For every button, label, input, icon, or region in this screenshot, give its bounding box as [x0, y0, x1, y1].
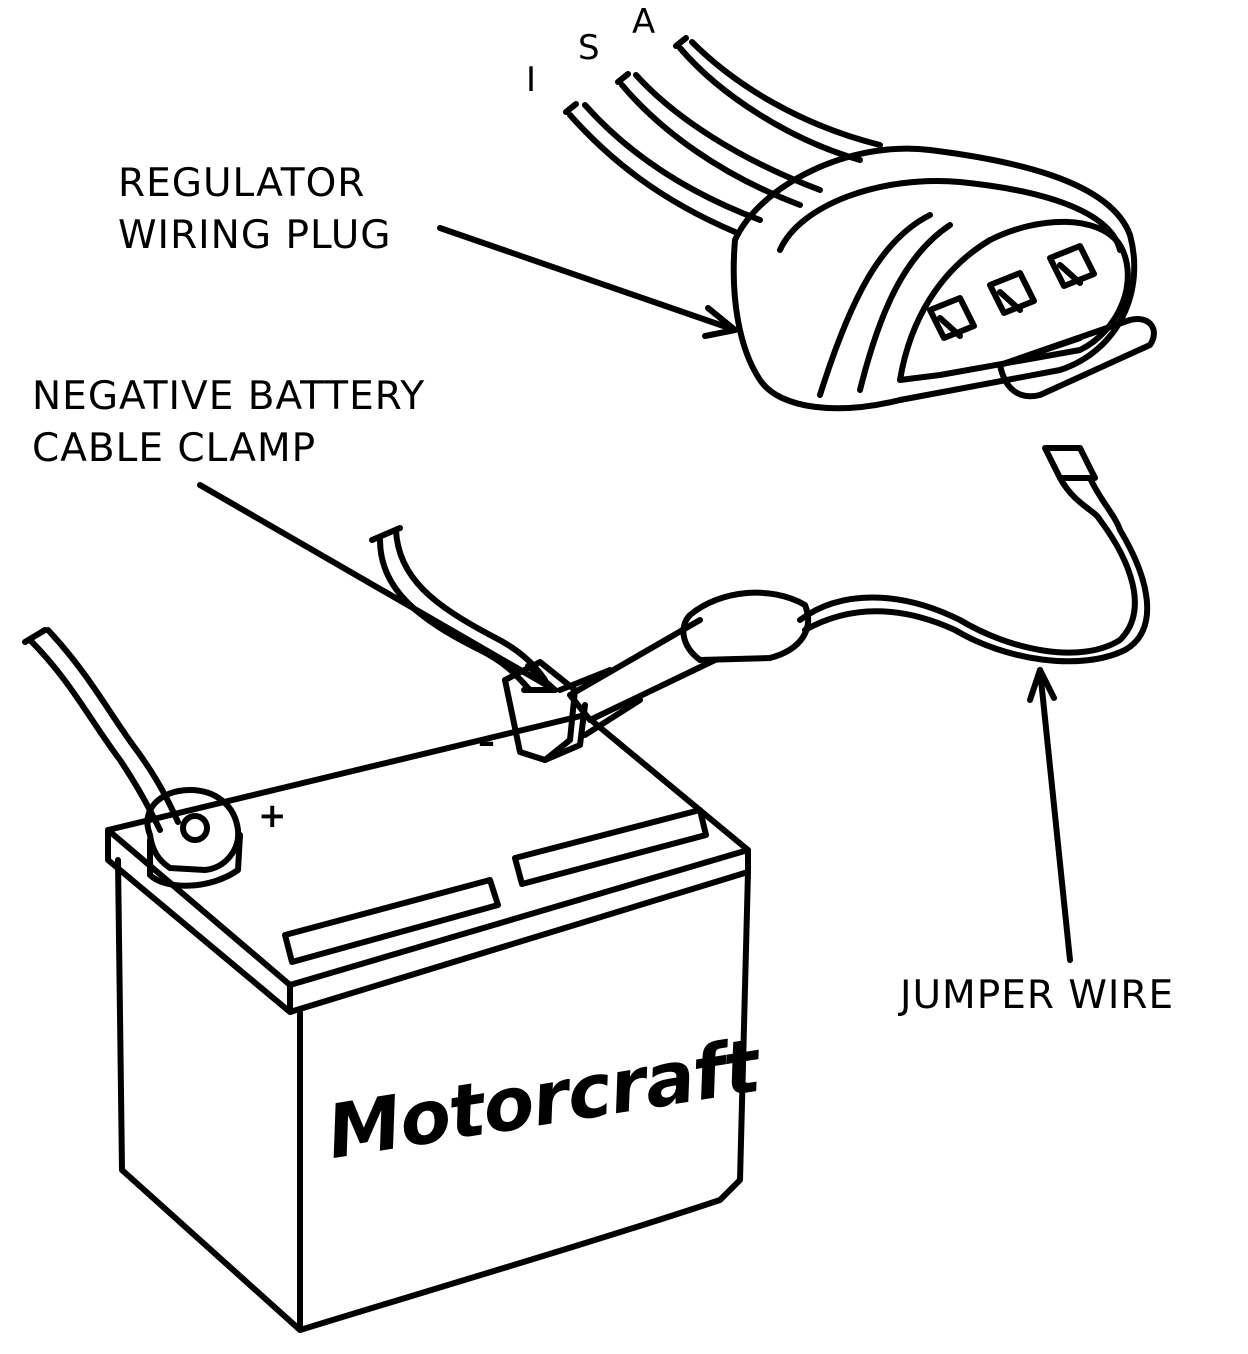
- battery-box: [105, 712, 751, 1333]
- regulator-label-line2: WIRING PLUG: [118, 213, 392, 258]
- positive-terminal-mark: +: [258, 796, 287, 836]
- negative-clamp-label-line1: NEGATIVE BATTERY: [32, 374, 426, 419]
- pin-label-i: I: [526, 60, 537, 100]
- regulator-wires: [563, 35, 883, 235]
- negative-terminal-mark: –: [478, 722, 495, 762]
- terminal-clamps: [144, 659, 588, 889]
- regulator-label-line1: REGULATOR: [118, 161, 366, 206]
- negative-clamp-label-line2: CABLE CLAMP: [32, 426, 317, 471]
- pin-label-a: A: [632, 2, 656, 42]
- jumper-wire: [557, 445, 1151, 738]
- leader-lines: [197, 225, 1073, 963]
- regulator-plug: [730, 145, 1157, 412]
- pin-label-s: S: [578, 28, 600, 68]
- jumper-wire-label: JUMPER WIRE: [900, 973, 1175, 1018]
